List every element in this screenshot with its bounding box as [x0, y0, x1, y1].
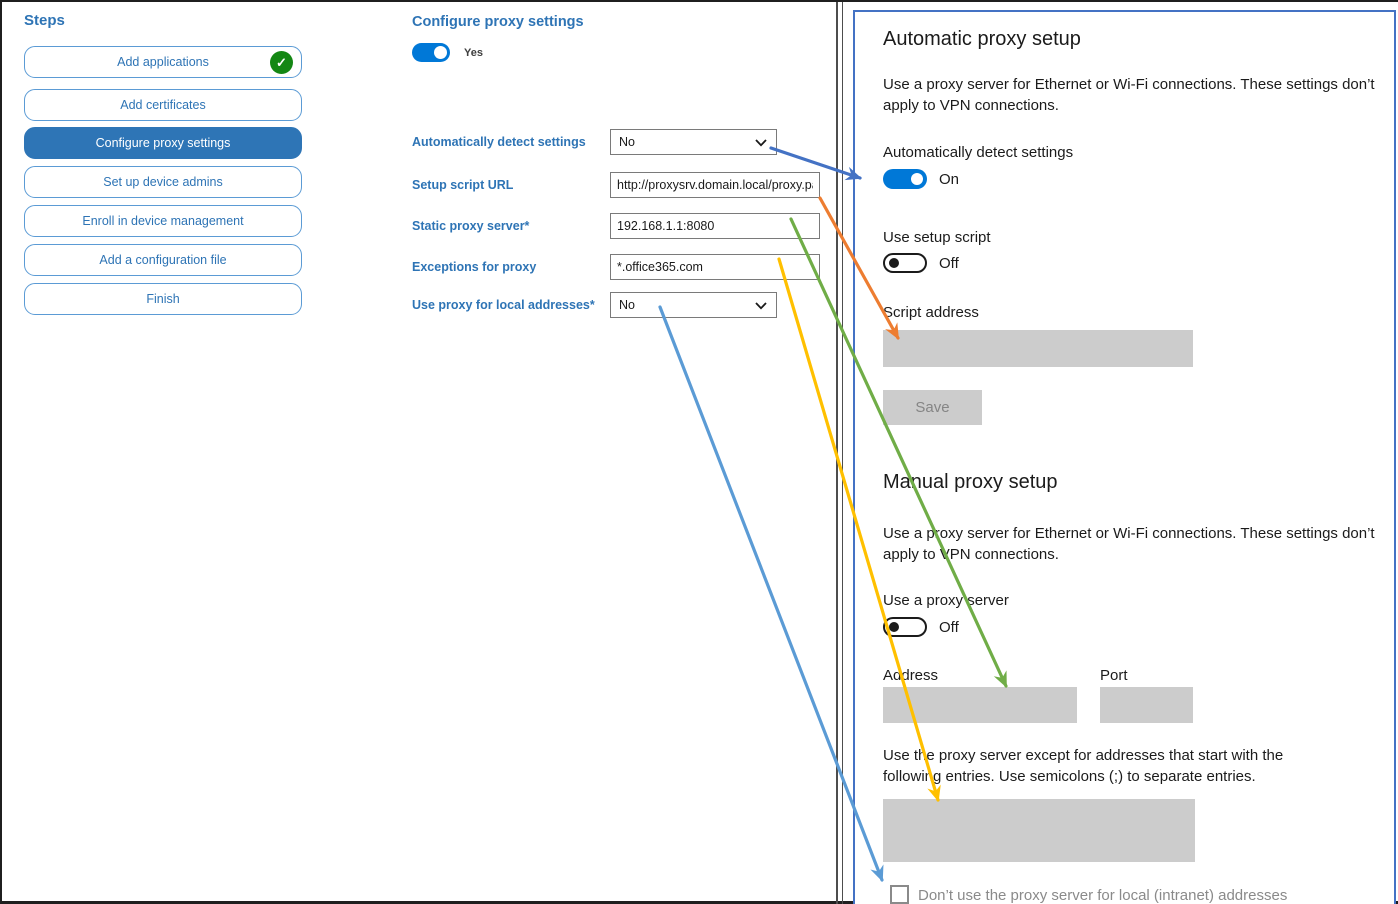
field-label-static-proxy-server: Static proxy server* — [412, 219, 530, 233]
field-label-exceptions-for-proxy: Exceptions for proxy — [412, 260, 537, 274]
select-value: No — [619, 298, 635, 312]
proxy-exceptions-description: Use the proxy server except for addresse… — [883, 747, 1284, 785]
automatic-proxy-description: Use a proxy server for Ethernet or Wi-Fi… — [883, 76, 1375, 114]
save-button[interactable]: Save — [883, 390, 982, 425]
windows-proxy-settings-panel: Automatic proxy setup Use a proxy server… — [853, 10, 1396, 904]
address-label: Address — [883, 667, 939, 684]
completed-check-icon: ✓ — [270, 51, 293, 74]
toggle-knob — [889, 258, 899, 268]
sidebar-item-label: Set up device admins — [103, 175, 223, 189]
toggle-knob — [434, 46, 447, 59]
chevron-down-icon — [755, 302, 767, 310]
script-address-input[interactable] — [883, 330, 1193, 367]
exceptions-for-proxy-input[interactable] — [610, 254, 820, 280]
setup-script-url-input[interactable] — [610, 172, 820, 198]
automatic-proxy-setup-heading: Automatic proxy setup — [883, 28, 1081, 50]
detect-settings-toggle[interactable] — [883, 169, 927, 189]
steps-heading: Steps — [24, 12, 65, 29]
sidebar-item-add-certificates[interactable]: Add certificates — [24, 89, 302, 121]
window-divider-line — [836, 2, 838, 904]
use-proxy-for-local-addresses-select[interactable]: No — [610, 292, 777, 318]
select-value: No — [619, 135, 635, 149]
sidebar-item-label: Enroll in device management — [82, 214, 244, 228]
sidebar-item-configure-proxy-settings[interactable]: Configure proxy settings — [24, 127, 302, 159]
field-label-use-proxy-for-local-addresses: Use proxy for local addresses* — [412, 298, 595, 312]
sidebar-item-finish[interactable]: Finish — [24, 283, 302, 315]
sidebar-item-add-a-configuration-file[interactable]: Add a configuration file — [24, 244, 302, 276]
use-proxy-server-toggle[interactable] — [883, 617, 927, 637]
manual-proxy-setup-heading: Manual proxy setup — [883, 471, 1058, 493]
bypass-local-checkbox[interactable] — [890, 885, 909, 904]
use-setup-script-state: Off — [939, 255, 959, 272]
sidebar-item-label: Finish — [146, 292, 180, 306]
page-title: Configure proxy settings — [412, 14, 584, 30]
configure-proxy-toggle-state: Yes — [464, 47, 483, 59]
port-label: Port — [1100, 667, 1128, 684]
manual-proxy-description: Use a proxy server for Ethernet or Wi-Fi… — [883, 525, 1375, 563]
port-input[interactable] — [1100, 687, 1193, 723]
automatically-detect-settings-select[interactable]: No — [610, 129, 777, 155]
toggle-knob — [889, 622, 899, 632]
detect-settings-label: Automatically detect settings — [883, 144, 1074, 161]
address-input[interactable] — [883, 687, 1077, 723]
sidebar-item-label: Add applications — [117, 55, 209, 69]
chevron-down-icon — [755, 139, 767, 147]
sidebar-item-add-applications[interactable]: Add applications ✓ — [24, 46, 302, 78]
sidebar-item-label: Configure proxy settings — [95, 136, 231, 150]
bypass-local-checkbox-label: Don’t use the proxy server for local (in… — [918, 887, 1288, 904]
use-setup-script-label: Use setup script — [883, 229, 991, 246]
toggle-knob — [911, 173, 923, 185]
sidebar-item-label: Add a configuration file — [99, 253, 227, 267]
sidebar-item-enroll-in-device-management[interactable]: Enroll in device management — [24, 205, 302, 237]
window-divider-line — [841, 2, 843, 904]
use-proxy-server-label: Use a proxy server — [883, 592, 1009, 609]
use-proxy-server-state: Off — [939, 619, 959, 636]
field-label-automatically-detect-settings: Automatically detect settings — [412, 135, 586, 149]
local-addresses-mapping-arrow — [658, 305, 884, 882]
sidebar-item-set-up-device-admins[interactable]: Set up device admins — [24, 166, 302, 198]
proxy-exceptions-textarea[interactable] — [883, 799, 1195, 862]
configure-proxy-toggle[interactable] — [412, 43, 450, 62]
field-label-setup-script-url: Setup script URL — [412, 178, 514, 192]
static-proxy-server-input[interactable] — [610, 213, 820, 239]
script-address-label: Script address — [883, 304, 979, 321]
sidebar-item-label: Add certificates — [120, 98, 206, 112]
use-setup-script-toggle[interactable] — [883, 253, 927, 273]
detect-settings-state: On — [939, 171, 960, 188]
